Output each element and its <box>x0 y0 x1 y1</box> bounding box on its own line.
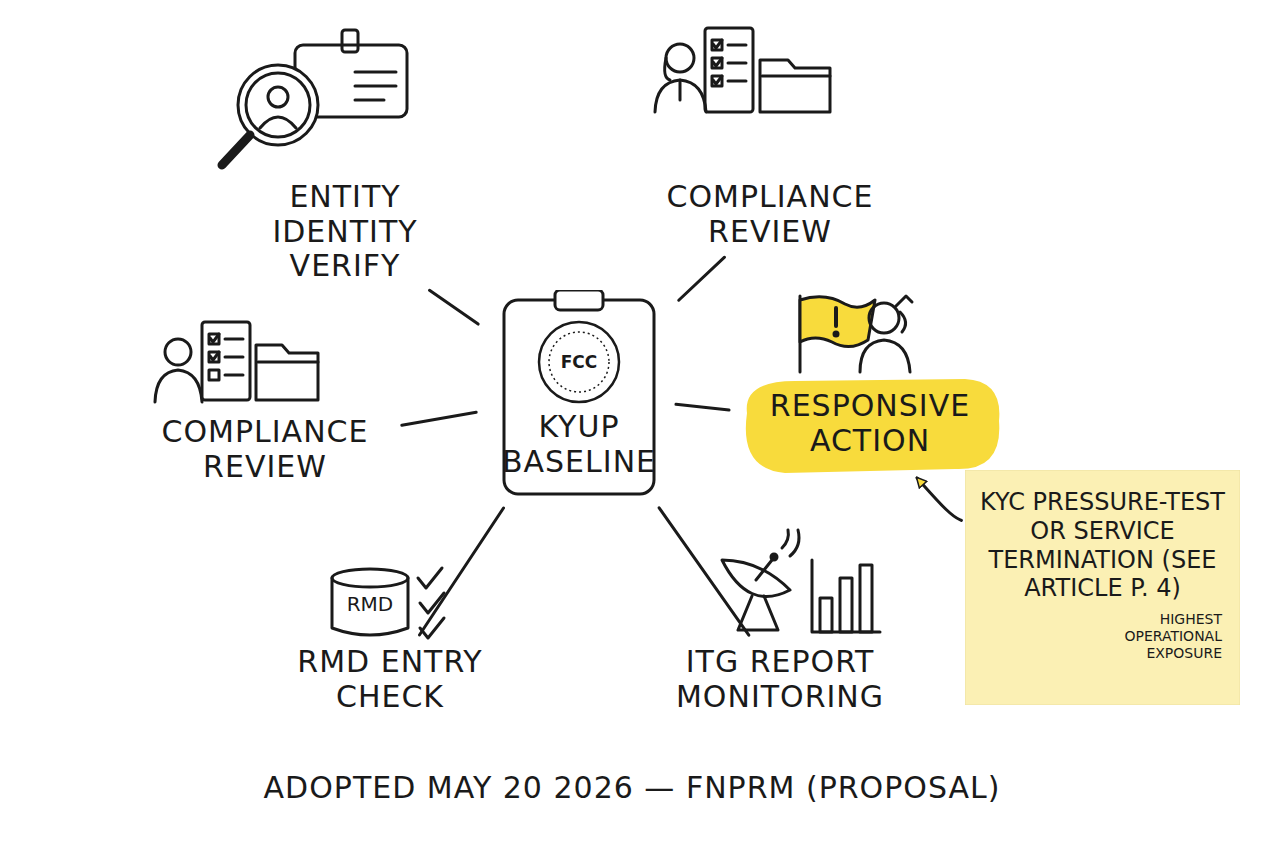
id-card-icon <box>222 30 407 165</box>
step-label: COMPLIANCE REVIEW <box>650 180 890 249</box>
caller-icon <box>860 296 912 372</box>
highlight-node: RESPONSIVE ACTION <box>735 375 1005 475</box>
connector-line <box>429 290 478 324</box>
node-text: KYUP BASELINE <box>488 410 670 479</box>
sticky-paper <box>965 470 1240 705</box>
sticky-note: KYC PRESSURE-TEST OR SERVICE TERMINATION… <box>965 470 1240 705</box>
node-text: ITG REPORT MONITORING <box>660 645 900 714</box>
connector-arrow <box>917 478 961 520</box>
seal-text: FCC <box>549 352 609 372</box>
database-icon <box>332 568 444 638</box>
step-label: ENTITY IDENTITY VERIFY <box>245 180 445 284</box>
node-text: RMD ENTRY CHECK <box>290 645 490 714</box>
flag-icon <box>800 296 875 372</box>
bar-chart-icon <box>812 560 880 632</box>
connector-line <box>679 257 725 300</box>
node-text: KYC PRESSURE-TEST OR SERVICE TERMINATION… <box>973 488 1232 603</box>
node-text: COMPLIANCE REVIEW <box>650 180 890 249</box>
node-text: RESPONSIVE ACTION <box>735 389 1005 458</box>
connector-line <box>402 412 476 425</box>
connector-line <box>676 404 729 410</box>
seal-inner <box>549 332 609 392</box>
seal-outer <box>539 322 619 402</box>
node-note: HIGHEST OPERATIONAL EXPOSURE <box>973 611 1232 661</box>
node-text: COMPLIANCE REVIEW <box>140 415 390 484</box>
reviewer-icon <box>655 28 830 112</box>
connector-line <box>419 508 503 635</box>
step-label: ITG REPORT MONITORING <box>660 645 900 714</box>
node-text: ENTITY IDENTITY VERIFY <box>245 180 445 284</box>
satellite-dish-icon <box>722 530 799 630</box>
reviewer-icon <box>155 322 318 402</box>
clipboard-node: KYUP BASELINE <box>488 290 670 498</box>
clipboard-clip <box>555 290 603 310</box>
connector-line <box>659 508 749 635</box>
step-label: COMPLIANCE REVIEW <box>140 415 390 484</box>
database-label: RMD <box>335 592 405 616</box>
caption: ADOPTED MAY 20 2026 — FNPRM (PROPOSAL) <box>0 770 1264 805</box>
step-label: RMD ENTRY CHECK <box>290 645 490 714</box>
